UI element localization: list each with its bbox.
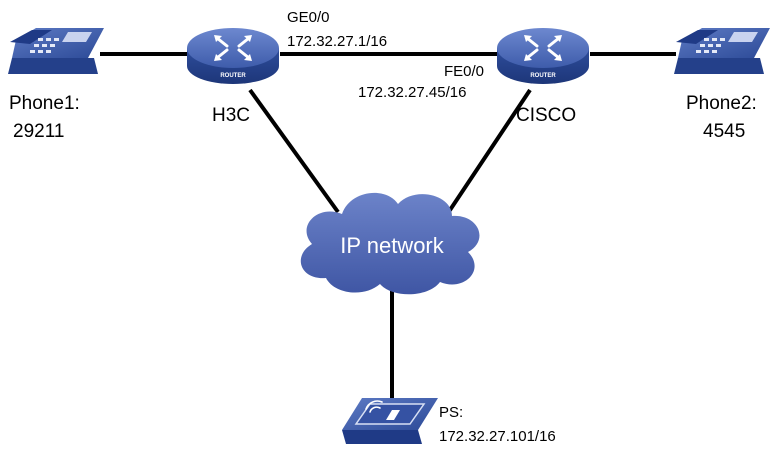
router-icon: ROUTER xyxy=(497,28,589,84)
labels: Phone1: 29211 Phone2: 4545 H3C CISCO GE0… xyxy=(9,9,757,445)
phone1-number: 29211 xyxy=(13,121,64,142)
phone1-name: Phone1: xyxy=(9,93,80,114)
links xyxy=(100,52,676,398)
ip-phone-icon xyxy=(342,398,438,444)
phone2-number: 4545 xyxy=(703,121,745,142)
desk-phone-icon xyxy=(8,28,104,74)
cloud-label: IP network xyxy=(340,233,445,258)
cisco-router-name: CISCO xyxy=(516,105,576,126)
h3c-interface-name: GE0/0 xyxy=(287,9,330,26)
router-badge: ROUTER xyxy=(530,73,556,79)
ps-name: PS: xyxy=(439,404,463,421)
phone2-name: Phone2: xyxy=(686,93,757,114)
link-h3c-cloud xyxy=(248,88,340,214)
cisco-interface-name: FE0/0 xyxy=(444,63,484,80)
router-badge: ROUTER xyxy=(220,73,246,79)
router-icon: ROUTER xyxy=(187,28,279,84)
cloud-icon: IP network xyxy=(300,192,480,295)
link-cisco-cloud xyxy=(446,88,532,215)
desk-phone-icon xyxy=(674,28,770,74)
cisco-interface-ip: 172.32.27.45/16 xyxy=(358,84,466,101)
h3c-router-name: H3C xyxy=(212,105,250,126)
h3c-interface-ip: 172.32.27.1/16 xyxy=(287,33,387,50)
ps-ip: 172.32.27.101/16 xyxy=(439,428,556,445)
